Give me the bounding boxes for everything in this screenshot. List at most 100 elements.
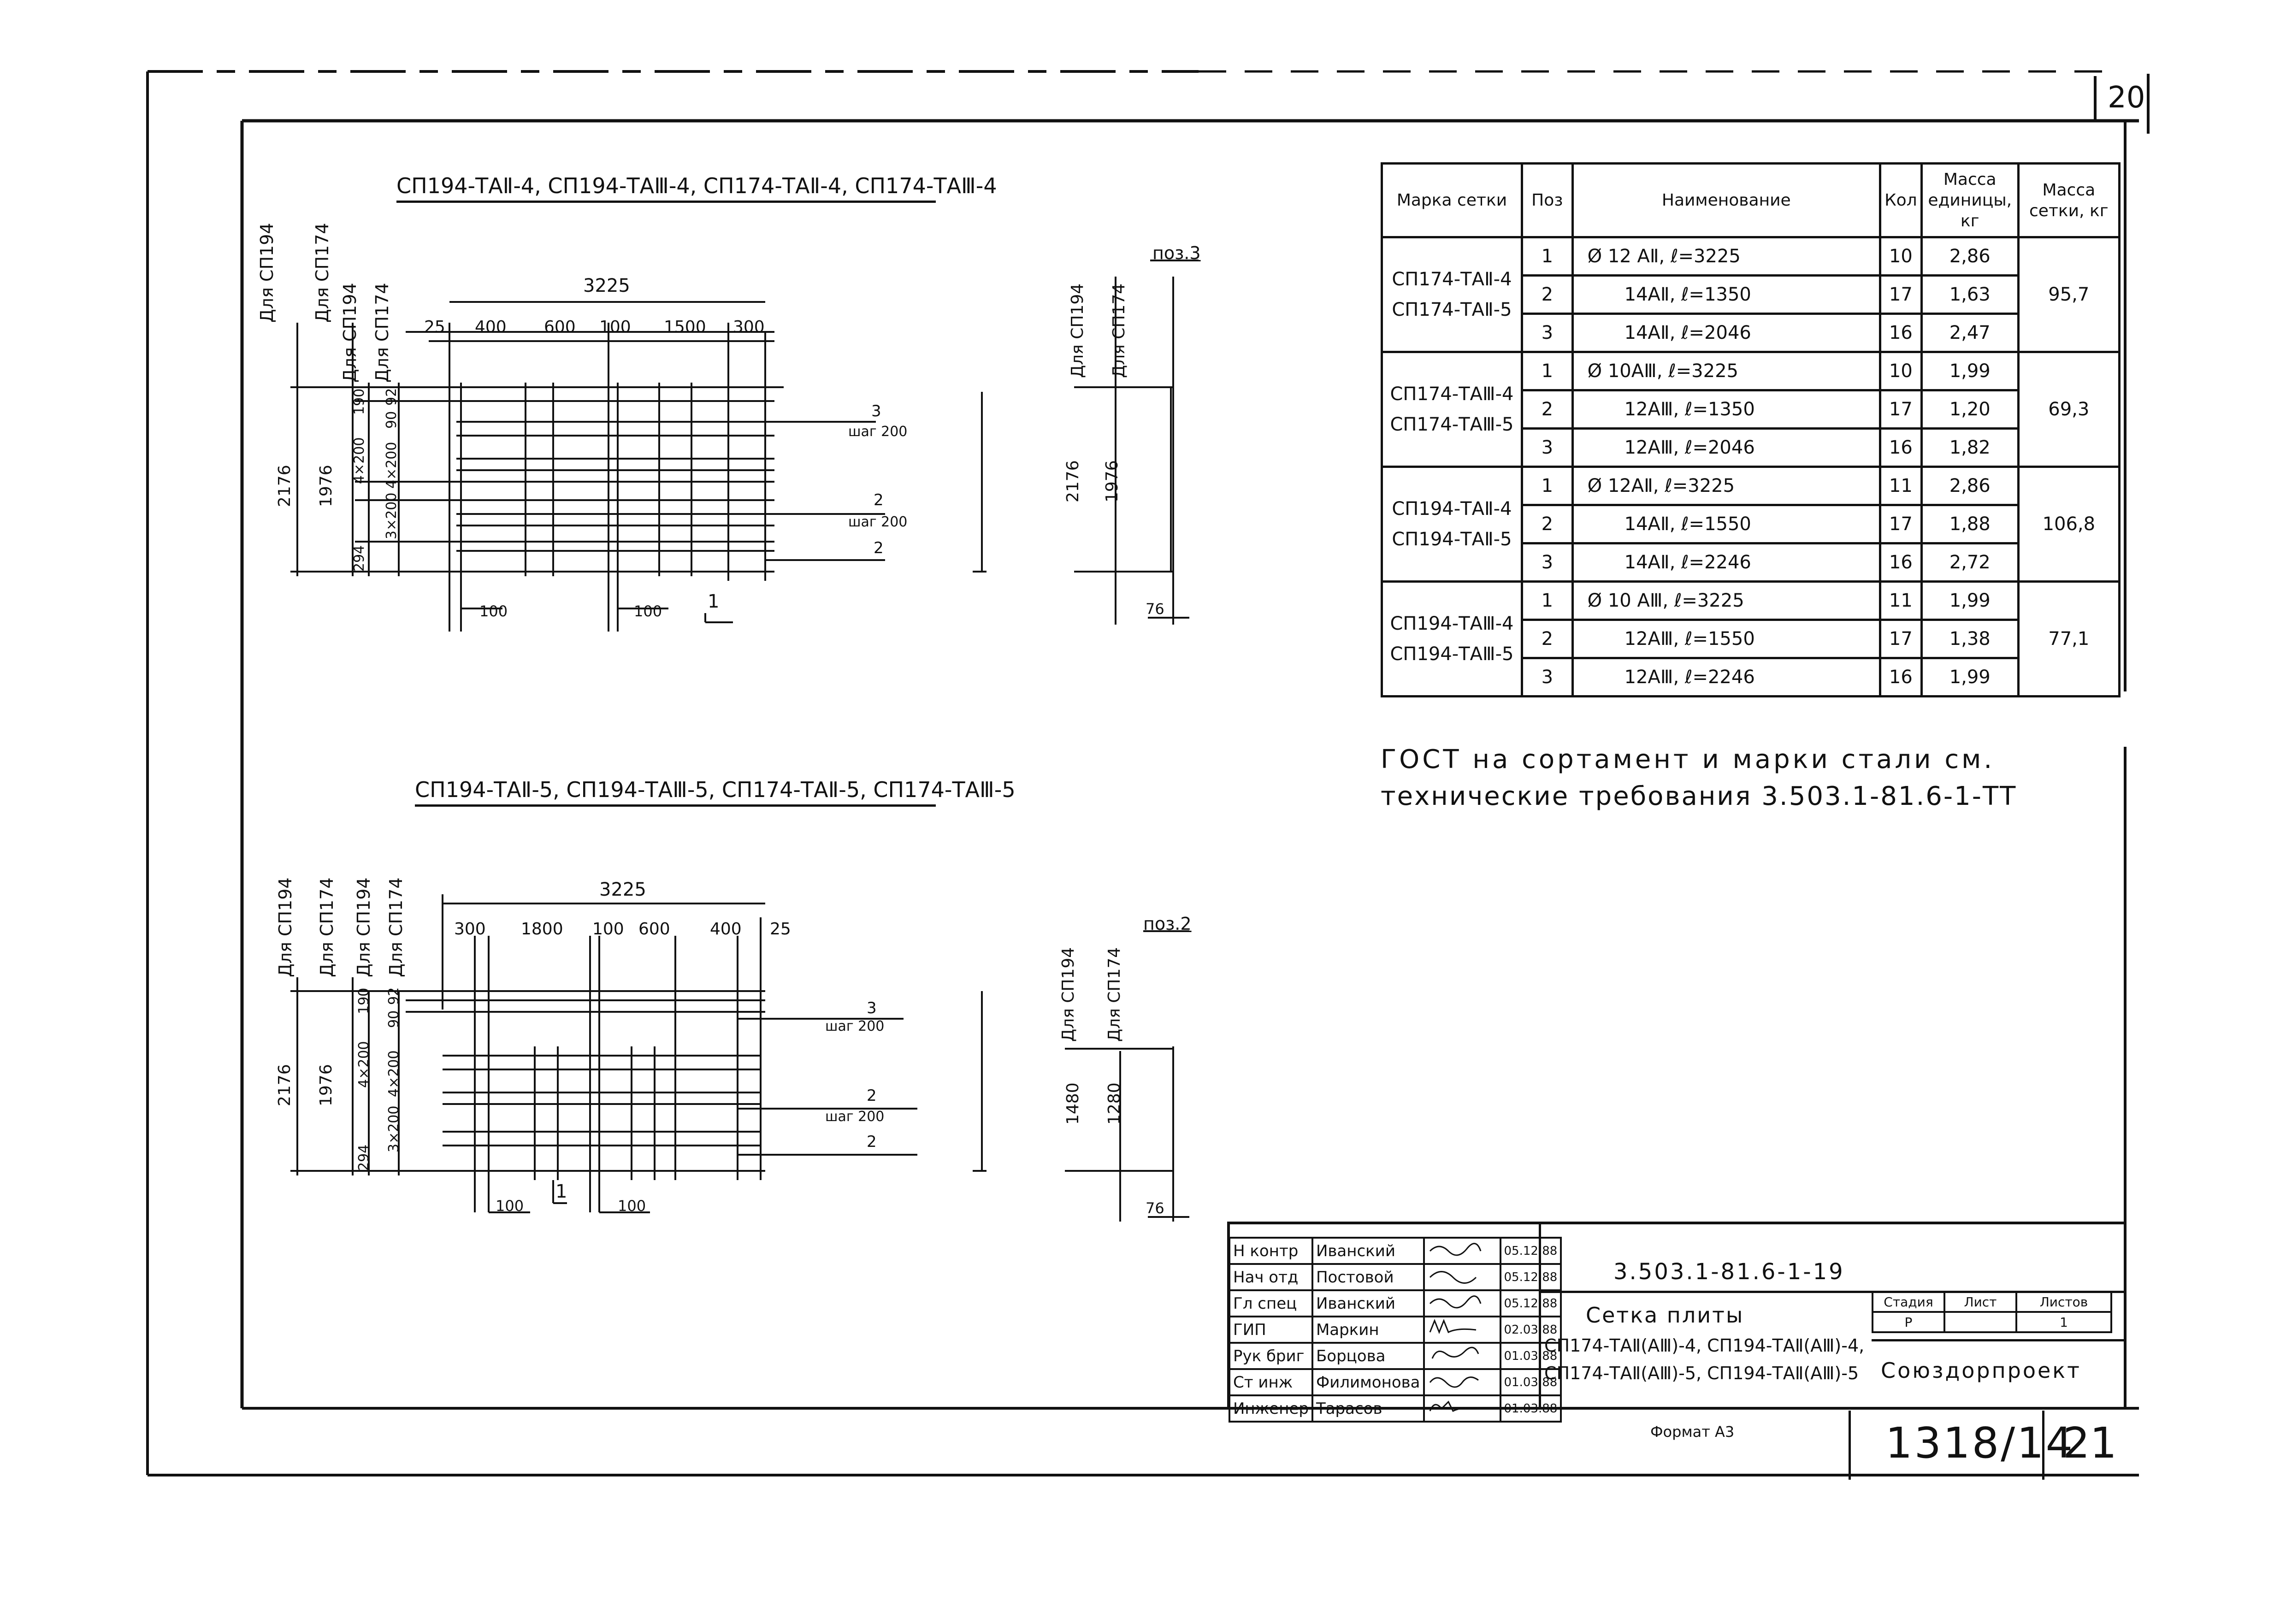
table-row: 2 14АⅡ, ℓ=1350 17 1,63 <box>1382 274 2120 315</box>
lower-callout-2a: 2 <box>867 1087 877 1105</box>
lower-vdim-4x200: 4×200 <box>356 1041 372 1088</box>
lower-seg-2: 1800 <box>521 920 563 939</box>
lower-seg-6: 25 <box>770 920 791 939</box>
paper-format: Формат А3 <box>1650 1423 1735 1441</box>
lower-side-bottom-dim: 76 <box>1146 1199 1164 1217</box>
lower-callout-3: 3 <box>867 999 877 1017</box>
lower-bottom-dim-b: 100 <box>618 1197 646 1215</box>
table-row: 3 14АⅡ, ℓ=2246 16 2,72 <box>1382 542 2120 583</box>
header-total-mass: Масса сетки, кг <box>2017 162 2121 238</box>
upper-side-bottom-dim: 76 <box>1146 600 1164 618</box>
upper-seg-6: 300 <box>733 318 765 337</box>
table-row: 3 14АⅡ, ℓ=2046 16 2,47 <box>1382 313 2120 353</box>
table-row: 2 14АⅡ, ℓ=1550 17 1,88 <box>1382 504 2120 544</box>
upper-seg-1: 25 <box>424 318 445 337</box>
upper-seg-2: 400 <box>475 318 507 337</box>
lower-label-for-sp174-a: Для СП174 <box>317 877 337 977</box>
sheet-corner-number: 20 <box>2108 81 2145 115</box>
title-block-vertical-divider <box>1539 1222 1541 1408</box>
upper-drawing-title: СП194-ТАⅡ-4, СП194-ТАⅢ-4, СП174-ТАⅡ-4, С… <box>396 173 997 198</box>
lower-callout-2b: 2 <box>867 1133 877 1151</box>
header-name: Наименование <box>1571 162 1881 238</box>
lower-drawing-title: СП194-ТАⅡ-5, СП194-ТАⅢ-5, СП174-ТАⅡ-5, С… <box>415 777 1016 802</box>
upper-seg-5: 1500 <box>664 318 706 337</box>
lower-seg-3: 100 <box>592 920 624 939</box>
upper-callout-2a: 2 <box>874 491 884 509</box>
organization-divider <box>1872 1339 2125 1341</box>
group-2-total-mass: 69,3 <box>2017 351 2121 468</box>
upper-overall-length: 3225 <box>583 275 630 296</box>
table-row: 3 12АⅢ, ℓ=2246 16 1,99 <box>1382 657 2120 697</box>
signature-mark <box>1423 1237 1501 1265</box>
lower-seg-4: 600 <box>638 920 670 939</box>
organization-name: Союздорпроект <box>1881 1358 2081 1383</box>
lower-seg-5: 400 <box>710 920 742 939</box>
upper-bottom-dim-a: 100 <box>479 602 508 620</box>
group-4-total-mass: 77,1 <box>2017 580 2121 697</box>
lower-callout-1: 1 <box>555 1181 567 1202</box>
signature-mark <box>1423 1289 1501 1317</box>
table-row: 3 12АⅢ, ℓ=2046 16 1,82 <box>1382 427 2120 468</box>
lower-label-for-sp194-a: Для СП194 <box>275 877 295 977</box>
group-3-total-mass: 106,8 <box>2017 466 2121 583</box>
upper-callout-2b: 2 <box>874 539 884 557</box>
upper-callout-1: 1 <box>708 591 720 612</box>
lower-callout-step-b: шаг 200 <box>825 1109 885 1125</box>
header-unit-mass: Масса единицы, кг <box>1920 162 2020 238</box>
upper-callout-step-b: шаг 200 <box>848 514 908 530</box>
sheet-title-line-2: СП174-ТАⅡ(АⅢ)-4, СП194-ТАⅡ(АⅢ)-4, <box>1544 1335 1865 1356</box>
stage-header-row: Стадия Лист Листов <box>1872 1291 2112 1313</box>
lower-title-underline <box>415 804 936 807</box>
signature-mark <box>1423 1394 1501 1423</box>
lower-side-height-1480: 1480 <box>1063 1082 1082 1125</box>
signature-mark <box>1423 1263 1501 1291</box>
lower-side-pos-label: поз.2 <box>1143 914 1192 934</box>
title-block-top-line <box>1229 1222 2125 1224</box>
page-number-divider <box>2042 1411 2044 1480</box>
lower-callout-step-a: шаг 200 <box>825 1018 885 1034</box>
document-code: 3.503.1-81.6-1-19 <box>1613 1259 1845 1285</box>
table-row: 2 12АⅢ, ℓ=1350 17 1,20 <box>1382 389 2120 430</box>
page-number: 21 <box>2063 1418 2117 1468</box>
lower-vdim-294: 294 <box>356 1144 372 1171</box>
lower-vdim-92: 92 <box>386 987 402 1005</box>
lower-label-for-sp174-b: Для СП174 <box>386 877 406 977</box>
lower-side-label-sp194: Для СП194 <box>1059 947 1078 1042</box>
stage-value-row: Р 1 <box>1872 1311 2112 1333</box>
gost-note-line-2: технические требования 3.503.1-81.6-1-ТТ <box>1381 781 2017 811</box>
lower-side-label-sp174: Для СП174 <box>1105 947 1124 1042</box>
lower-seg-1: 300 <box>454 920 486 939</box>
group-1-total-mass: 95,7 <box>2017 236 2121 353</box>
signature-mark <box>1423 1368 1501 1396</box>
upper-seg-4: 100 <box>599 318 631 337</box>
sheet-title-line-1: Сетка плиты <box>1586 1303 1744 1328</box>
signature-mark <box>1423 1316 1501 1344</box>
table-row: 2 12АⅢ, ℓ=1550 17 1,38 <box>1382 619 2120 659</box>
upper-callout-step-a: шаг 200 <box>848 424 908 440</box>
lower-overall-length: 3225 <box>599 879 646 900</box>
specification-table: Марка сетки Поз Наименование Кол Масса е… <box>1381 162 2121 697</box>
lower-label-for-sp194-b: Для СП194 <box>354 877 374 977</box>
lower-bottom-dim-a: 100 <box>496 1197 524 1215</box>
lower-vdim-3x200: 3×200 <box>386 1105 402 1152</box>
title-block-code-divider <box>1540 1291 2125 1293</box>
spec-header-row: Марка сетки Поз Наименование Кол Масса е… <box>1381 162 2121 238</box>
upper-bottom-dim-b: 100 <box>634 602 662 620</box>
lower-height-2176: 2176 <box>275 1064 294 1106</box>
